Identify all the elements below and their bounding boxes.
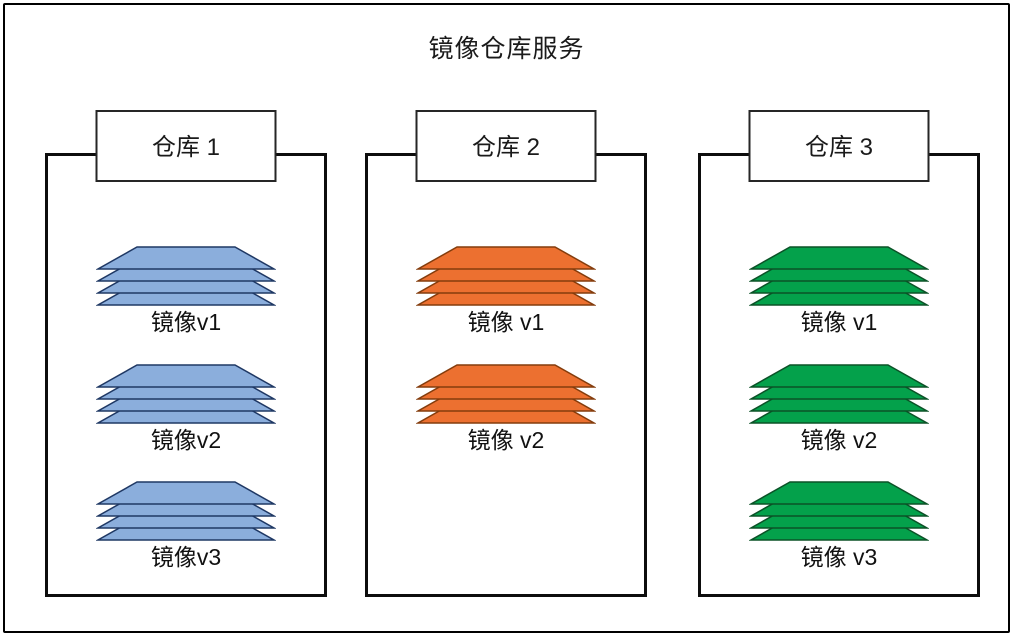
image-group: 镜像 v3 [701, 481, 977, 573]
image-group: 镜像v2 [48, 364, 324, 456]
image-stack-icon [96, 481, 276, 541]
repo-container: 仓库 2 镜像 v1 镜像 v2 [365, 110, 647, 597]
image-group: 镜像 v1 [701, 246, 977, 338]
image-group: 镜像 v2 [368, 364, 644, 456]
stack-layer [96, 246, 276, 270]
image-group: 镜像v3 [48, 481, 324, 573]
diagram-frame: 镜像仓库服务 仓库 1 镜像v1 镜像v2 镜像v3 仓库 2 镜像 v1 镜像… [3, 3, 1010, 633]
image-stack-icon [96, 246, 276, 306]
stack-layer [749, 246, 929, 270]
repo-label: 仓库 3 [748, 110, 930, 182]
stack-layer [96, 364, 276, 388]
image-label: 镜像 v2 [800, 427, 878, 453]
image-group: 镜像 v2 [701, 364, 977, 456]
image-stack-icon [749, 246, 929, 306]
image-stack-icon [416, 246, 596, 306]
stack-layer [416, 246, 596, 270]
image-stack-icon [96, 364, 276, 424]
repo-label: 仓库 2 [415, 110, 597, 182]
image-label: 镜像 v1 [800, 309, 878, 335]
repo-label: 仓库 1 [95, 110, 277, 182]
repos-row: 仓库 1 镜像v1 镜像v2 镜像v3 仓库 2 镜像 v1 镜像 v2 仓库 … [5, 5, 1008, 631]
stack-layer [749, 481, 929, 505]
image-stack-icon [749, 364, 929, 424]
stack-layer [416, 364, 596, 388]
image-group: 镜像v1 [48, 246, 324, 338]
image-group: 镜像 v1 [368, 246, 644, 338]
stack-layer [749, 364, 929, 388]
image-label: 镜像 v1 [467, 309, 545, 335]
image-label: 镜像v2 [150, 427, 222, 453]
image-label: 镜像 v2 [467, 427, 545, 453]
repo-container: 仓库 3 镜像 v1 镜像 v2 镜像 v3 [698, 110, 980, 597]
image-stack-icon [749, 481, 929, 541]
stack-layer [96, 481, 276, 505]
image-label: 镜像v1 [150, 309, 222, 335]
image-stack-icon [416, 364, 596, 424]
image-label: 镜像 v3 [800, 544, 878, 570]
diagram-title: 镜像仓库服务 [428, 35, 585, 63]
image-label: 镜像v3 [150, 544, 222, 570]
repo-container: 仓库 1 镜像v1 镜像v2 镜像v3 [45, 110, 327, 597]
